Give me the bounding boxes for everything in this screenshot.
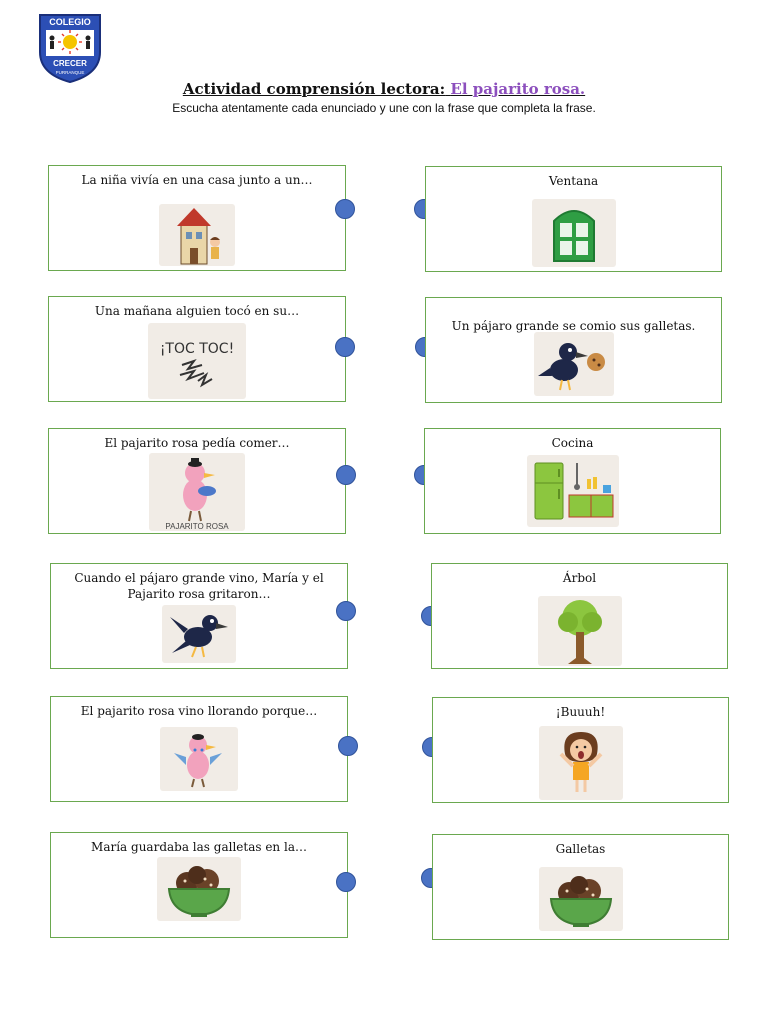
left-card-3-text: El pajarito rosa pedía comer… — [104, 436, 290, 450]
pink-bird-caption: PAJARITO ROSA — [165, 522, 229, 531]
crying-pink-bird-icon — [160, 727, 238, 791]
left-dot-5[interactable] — [338, 736, 358, 756]
left-dot-3[interactable] — [336, 465, 356, 485]
toc-toc-icon: ¡TOC TOC! — [148, 323, 246, 399]
right-card-3-text: Cocina — [551, 436, 594, 450]
school-logo: COLEGIO CRECER PURRANQUE — [37, 12, 103, 84]
logo-text-top: COLEGIO — [49, 17, 91, 27]
left-card-1: La niña vivía en una casa junto a un… — [48, 165, 346, 271]
left-card-6-text: María guardaba las galletas en la… — [91, 840, 307, 854]
right-card-5-text: ¡Buuuh! — [555, 705, 606, 719]
left-card-5-text: El pajarito rosa vino llorando porque… — [80, 704, 318, 718]
kitchen-icon — [526, 455, 619, 527]
right-card-6-text: Galletas — [555, 842, 606, 856]
right-card-1: Ventana — [425, 166, 722, 272]
right-card-4: Árbol — [431, 563, 728, 669]
tree-icon — [537, 596, 622, 666]
right-card-5: ¡Buuuh! — [432, 697, 729, 803]
right-card-3: Cocina — [424, 428, 721, 534]
left-card-2: Una mañana alguien tocó en su… ¡TOC TOC! — [48, 296, 346, 402]
right-card-2: Un pájaro grande se comio sus galletas. — [425, 297, 722, 403]
crow-icon — [162, 605, 236, 663]
left-card-5: El pajarito rosa vino llorando porque… — [50, 696, 348, 802]
girl-shouting-icon — [538, 726, 623, 800]
left-dot-6[interactable] — [336, 872, 356, 892]
left-card-2-text: Una mañana alguien tocó en su… — [94, 304, 300, 318]
right-card-4-text: Árbol — [562, 571, 597, 585]
left-card-4: Cuando el pájaro grande vino, María y el… — [50, 563, 348, 669]
title-story: El pajarito rosa. — [450, 80, 586, 98]
title-prefix: Actividad comprensión lectora: — [182, 80, 446, 98]
left-card-1-text: La niña vivía en una casa junto a un… — [81, 173, 313, 187]
toc-toc-text: ¡TOC TOC! — [160, 341, 234, 357]
left-dot-1[interactable] — [335, 199, 355, 219]
left-card-4-text: Cuando el pájaro grande vino, María y el… — [74, 571, 324, 601]
logo-text-place: PURRANQUE — [56, 70, 85, 75]
crow-with-cookie-icon — [533, 332, 614, 396]
window-icon — [531, 199, 616, 267]
house-icon — [159, 204, 235, 266]
logo-text-bottom: CRECER — [53, 59, 87, 68]
left-dot-2[interactable] — [335, 337, 355, 357]
cookie-bowl-icon — [157, 857, 241, 921]
right-card-2-text: Un pájaro grande se comio sus galletas. — [451, 319, 696, 333]
right-card-6: Galletas — [432, 834, 729, 940]
cookie-bowl-icon — [538, 867, 623, 931]
left-dot-4[interactable] — [336, 601, 356, 621]
right-card-1-text: Ventana — [548, 174, 599, 188]
left-card-6: María guardaba las galletas en la… — [50, 832, 348, 938]
page-title: Actividad comprensión lectora: El pajari… — [0, 80, 768, 98]
left-card-3: El pajarito rosa pedía comer… PAJARITO R… — [48, 428, 346, 534]
pink-bird-icon: PAJARITO ROSA — [149, 453, 245, 531]
instructions: Escucha atentamente cada enunciado y une… — [172, 101, 596, 115]
